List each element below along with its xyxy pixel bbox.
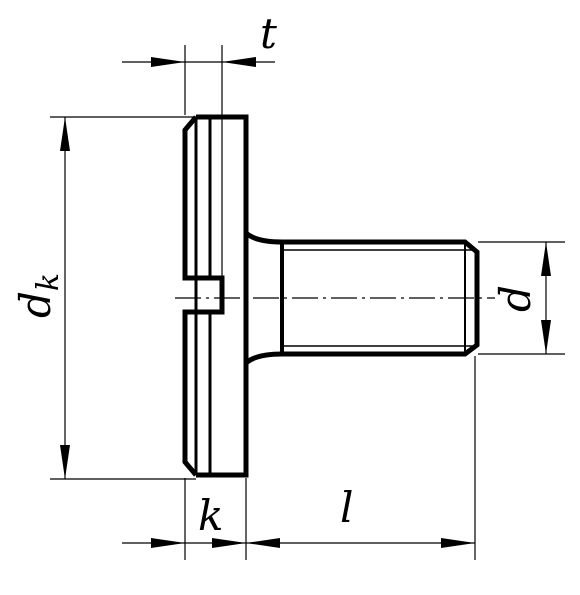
label-dk: dk bbox=[11, 273, 66, 318]
dim-dk-arrow-bottom bbox=[60, 445, 70, 479]
label-t: t bbox=[260, 9, 277, 58]
dim-l-arrow-left bbox=[246, 538, 280, 548]
label-k: k bbox=[198, 491, 223, 540]
head-left-outline bbox=[182, 115, 225, 477]
head-outer-outline bbox=[196, 114, 249, 478]
label-dk-sub: k bbox=[31, 273, 66, 291]
label-dk-main: d bbox=[11, 291, 60, 318]
dim-k-arrow-right bbox=[212, 538, 246, 548]
label-l: l bbox=[340, 483, 353, 532]
screw-outline bbox=[182, 114, 480, 478]
dim-dk-arrow-top bbox=[60, 117, 70, 151]
shank-outline bbox=[244, 231, 480, 365]
dim-t-arrow-right bbox=[222, 57, 256, 67]
dim-k-arrow-left bbox=[151, 538, 185, 548]
label-d: d bbox=[491, 285, 540, 312]
dim-l-arrow-right bbox=[441, 538, 475, 548]
dim-d-arrow-bottom bbox=[541, 320, 551, 354]
dim-t-arrow-left bbox=[151, 57, 185, 67]
dimension-lines bbox=[60, 57, 551, 548]
dim-d-arrow-top bbox=[541, 242, 551, 276]
extension-lines bbox=[50, 45, 565, 560]
